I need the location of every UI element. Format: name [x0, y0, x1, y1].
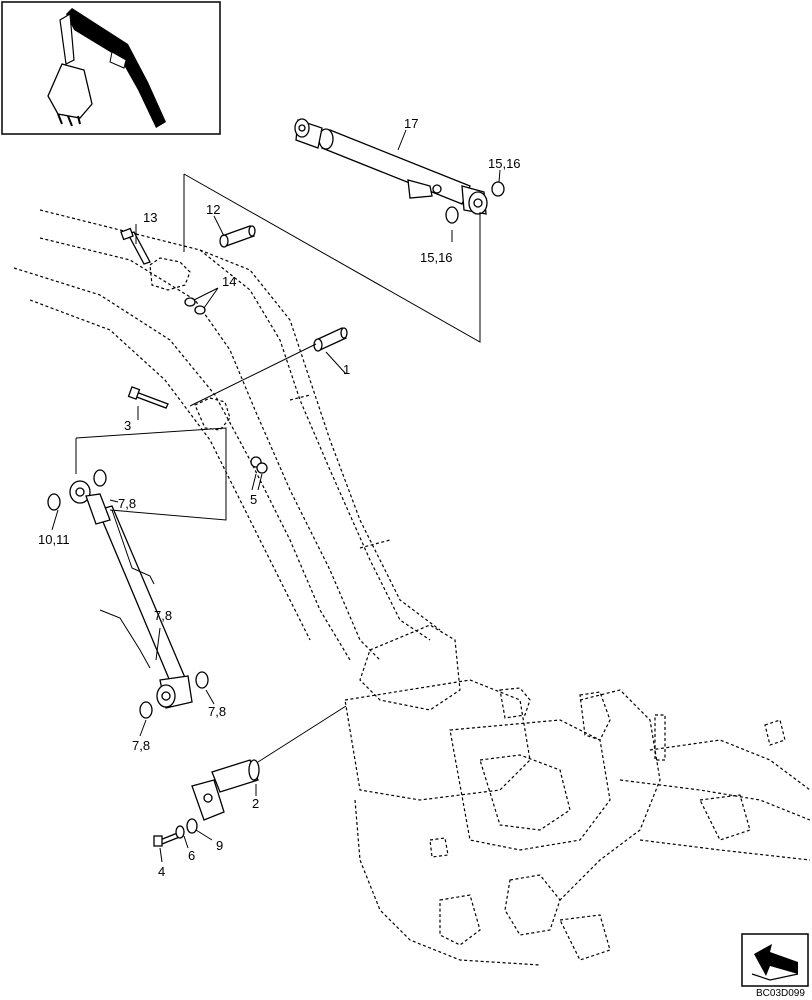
pin-2: [191, 759, 260, 821]
callout-4: 4: [158, 864, 165, 879]
callout-17: 17: [404, 116, 418, 131]
callout-7-8-lower-right: 7,8: [208, 704, 226, 719]
forward-arrow-icon: [741, 933, 809, 987]
callout-5: 5: [250, 492, 257, 507]
callout-15-16-lower: 15,16: [420, 250, 453, 265]
boom-outline: [13, 209, 441, 661]
bolt-13: [120, 227, 151, 265]
bolt-3: [127, 386, 169, 409]
callout-10-11: 7,8: [154, 608, 172, 623]
callout-3: 3: [124, 418, 131, 433]
swing-frame-outline: [344, 624, 811, 966]
nuts-5: [250, 456, 268, 474]
callout-13: 13: [143, 210, 157, 225]
dipper-cylinder-17: [294, 118, 505, 224]
boom-cylinder-10-11: [47, 469, 209, 719]
callout-12: 12: [206, 202, 220, 217]
callout-labels: 17 15,16 15,16 13 12 14 1 3 5 7,8 7,8 10…: [38, 116, 521, 879]
nuts-14: [184, 297, 206, 315]
bolt-4-washers-6-9: [153, 818, 198, 847]
leader-lines: [51, 129, 501, 863]
drawing-code: BC03D099: [756, 988, 805, 999]
pin-12: [219, 225, 256, 248]
callout-6: 6: [188, 848, 195, 863]
callout-9: 9: [216, 838, 223, 853]
excavator-arm-thumbnail-icon: [1, 1, 221, 135]
callout-7-8-lower-left: 7,8: [132, 738, 150, 753]
callout-14: 14: [222, 274, 236, 289]
callout-1: 1: [343, 362, 350, 377]
callout-7-8-upper-left: 10,11: [38, 532, 70, 547]
callout-7-8-upper-right: 7,8: [118, 496, 136, 511]
callout-2: 2: [252, 796, 259, 811]
callout-15-16-upper: 15,16: [488, 156, 521, 171]
pin-1: [313, 327, 348, 352]
